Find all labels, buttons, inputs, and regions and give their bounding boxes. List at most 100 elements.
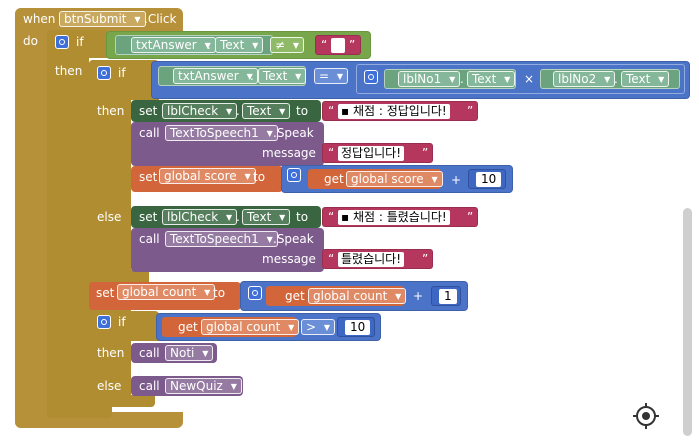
lblno1-prop-dropdown[interactable]: Text ▼ <box>467 71 516 87</box>
compare-count-var-dropdown[interactable]: global count▼ <box>201 319 300 335</box>
dot-separator: . <box>460 72 464 86</box>
if2-then-label: then <box>97 104 125 118</box>
count-limit-value[interactable]: 10 <box>345 320 371 335</box>
chevron-down-icon: ▼ <box>449 75 456 84</box>
chevron-down-icon: ▼ <box>266 235 273 244</box>
gt-operator-dropdown[interactable]: >▼ <box>301 319 336 335</box>
set-component: lblCheck <box>167 104 219 118</box>
dot-separator: . <box>250 69 254 83</box>
count-increment-number[interactable]: 1 <box>431 286 461 306</box>
get-score-var: global score <box>351 172 424 186</box>
chevron-down-icon: ▼ <box>246 72 253 81</box>
correct-text-string[interactable]: “ ▪ 채점 : 정답입니다! ” <box>322 101 478 121</box>
if2-operator-dropdown[interactable]: =▼ <box>314 68 349 84</box>
count-var: global count <box>122 285 197 299</box>
noti-procedure: Noti <box>170 346 195 360</box>
empty-text-string[interactable]: “ ” <box>315 35 361 55</box>
chevron-down-icon: ▼ <box>230 382 237 391</box>
if2-left-component: txtAnswer <box>178 69 239 83</box>
event-do-label: do <box>23 34 38 48</box>
event-component-label: btnSubmit <box>64 12 127 26</box>
set-prop-dropdown[interactable]: Text▼ <box>242 103 291 119</box>
get-score-var-dropdown[interactable]: global score▼ <box>346 171 443 187</box>
message-label-else: message <box>262 252 316 266</box>
count-var-dropdown[interactable]: global count ▼ <box>117 284 216 300</box>
chevron-down-icon: ▼ <box>252 41 259 50</box>
call-noti-label: call <box>139 346 160 360</box>
event-block-left-arm <box>15 8 48 428</box>
wrong-text-string[interactable]: “ ▪ 채점 : 틀렸습니다! ” <box>322 207 478 227</box>
compare-left-component: txtAnswer <box>136 38 197 52</box>
multiply-symbol: × <box>524 72 535 86</box>
to-label: to <box>296 104 309 118</box>
if2-left-prop-dropdown[interactable]: Text▼ <box>258 68 307 84</box>
compare-left-component-dropdown[interactable]: txtAnswer▼ <box>131 37 216 53</box>
speech-component-else: TextToSpeech1 <box>170 232 259 246</box>
speech-component-dropdown-else[interactable]: TextToSpeech1 ▼ <box>165 231 278 247</box>
if2-left-component-dropdown[interactable]: txtAnswer ▼ <box>173 68 258 84</box>
vertical-scrollbar[interactable] <box>683 208 692 436</box>
count-limit-number[interactable]: 10 <box>337 317 375 337</box>
speak-correct-value[interactable]: 정답입니다! <box>338 146 405 161</box>
gear-icon[interactable] <box>287 168 301 182</box>
gear-icon[interactable] <box>364 70 378 84</box>
speak-wrong-value[interactable]: 틀렸습니다! <box>338 252 405 267</box>
count-increment-value[interactable]: 1 <box>439 289 457 304</box>
newquiz-procedure-dropdown[interactable]: NewQuiz▼ <box>165 378 242 394</box>
if2-operator: = <box>319 69 330 83</box>
set-prop-else: Text <box>247 210 272 224</box>
set-prop-dropdown-else[interactable]: Text▼ <box>242 209 291 225</box>
if2-else-label: else <box>97 210 122 224</box>
empty-text-value[interactable] <box>331 38 345 53</box>
score-increment-value[interactable]: 10 <box>476 172 502 187</box>
speech-component-dropdown[interactable]: TextToSpeech1▼ <box>165 125 278 141</box>
crosshair-target-icon[interactable] <box>632 402 660 430</box>
gear-icon[interactable] <box>97 66 111 80</box>
speak-correct-string[interactable]: “ 정답입니다! ” <box>322 143 433 163</box>
set-component-dropdown[interactable]: lblCheck▼ <box>162 103 238 119</box>
count-to-label: to <box>213 286 226 300</box>
lblno2-prop-dropdown[interactable]: Text▼ <box>621 71 670 87</box>
chevron-down-icon: ▼ <box>266 129 273 138</box>
get-compare-label: get <box>178 320 198 334</box>
if2-label: if <box>118 66 126 80</box>
compare-operator-dropdown[interactable]: ≠▼ <box>270 37 305 53</box>
set-count-label: set <box>96 286 115 300</box>
chevron-down-icon: ▼ <box>323 323 331 332</box>
speak-method-label-else: .Speak <box>273 232 314 246</box>
if3-else-label: else <box>97 379 122 393</box>
score-var-dropdown[interactable]: global score▼ <box>159 168 256 184</box>
correct-text-value[interactable]: ▪ 채점 : 정답입니다! <box>338 104 450 119</box>
get-label: get <box>324 172 344 186</box>
get-count-var-dropdown[interactable]: global count▼ <box>308 288 407 304</box>
set-component-else: lblCheck <box>167 210 219 224</box>
noti-procedure-dropdown[interactable]: Noti ▼ <box>165 345 214 361</box>
event-component-dropdown[interactable]: btnSubmit▼ <box>59 11 146 27</box>
score-increment-number[interactable]: 10 <box>468 169 506 189</box>
chevron-down-icon: ▼ <box>279 107 286 116</box>
compare-left-prop: Text <box>220 38 245 52</box>
set-component-dropdown-else[interactable]: lblCheck▼ <box>162 209 238 225</box>
chevron-down-icon: ▼ <box>202 349 209 358</box>
lblno1-component-dropdown[interactable]: lblNo1 ▼ <box>398 71 461 87</box>
if-block-outer-bottom <box>47 404 112 418</box>
wrong-text-value[interactable]: ▪ 채점 : 틀렸습니다! <box>338 210 450 225</box>
quote-open: “ <box>328 104 335 118</box>
if1-then-label: then <box>55 64 83 78</box>
dot-separator: . <box>207 38 211 52</box>
gear-icon[interactable] <box>248 286 262 300</box>
compare-left-prop-dropdown[interactable]: Text ▼ <box>215 37 264 53</box>
lblno2-component-dropdown[interactable]: lblNo2▼ <box>553 71 616 87</box>
lblno1-component: lblNo1 <box>403 72 442 86</box>
to-label-else: to <box>296 210 309 224</box>
gear-icon[interactable] <box>55 35 69 49</box>
lblno1-prop: Text <box>472 72 497 86</box>
chevron-down-icon: ▼ <box>204 288 211 297</box>
gear-icon[interactable] <box>97 315 111 329</box>
chevron-down-icon: ▼ <box>504 75 511 84</box>
event-name-label: .Click <box>144 12 177 26</box>
plus-symbol-count: + <box>413 289 424 303</box>
dot-separator: . <box>236 104 240 118</box>
speak-wrong-string[interactable]: “ 틀렸습니다! ” <box>322 249 433 269</box>
